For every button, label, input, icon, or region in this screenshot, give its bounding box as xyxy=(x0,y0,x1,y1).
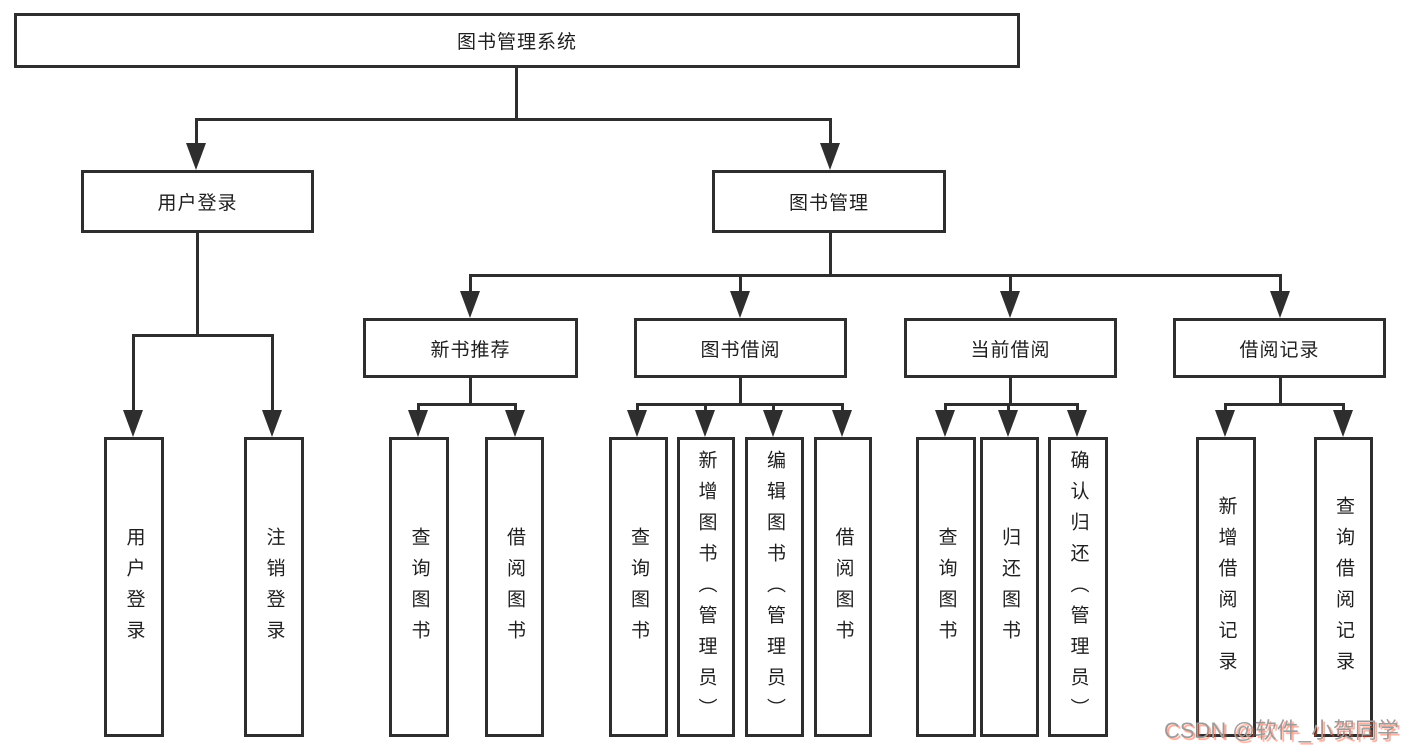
arrow-query-books-1 xyxy=(408,410,428,437)
connector-drop-borrow-records xyxy=(1279,274,1282,294)
connector-drop-edit-book xyxy=(772,403,775,415)
arrow-add-record xyxy=(1215,410,1235,437)
connector-book-borrow-stem xyxy=(739,378,742,406)
connector-drop-borrow-books-2 xyxy=(841,403,844,415)
leaf-add-book-admin: 新增图书（管理员） xyxy=(677,437,735,737)
node-borrow-records: 借阅记录 xyxy=(1173,318,1386,378)
connector-drop-book-borrow xyxy=(739,274,742,294)
connector-drop-borrow-books-1 xyxy=(514,403,517,415)
connector-user-login-bar xyxy=(132,334,274,337)
connector-current-borrow-bar xyxy=(944,403,1079,406)
connector-drop-leaf-logout xyxy=(271,334,274,412)
arrow-borrow-books-1 xyxy=(505,410,525,437)
arrow-borrow-records xyxy=(1270,291,1290,318)
leaf-query-books-2: 查询图书 xyxy=(609,437,668,737)
connector-drop-new-book xyxy=(469,274,472,294)
connector-borrow-records-stem xyxy=(1279,378,1282,406)
connector-user-login-stem xyxy=(196,233,199,337)
arrow-confirm-return xyxy=(1067,410,1087,437)
arrow-book-management xyxy=(820,143,840,170)
leaf-edit-book-admin: 编辑图书（管理员） xyxy=(745,437,804,737)
leaf-query-books-1: 查询图书 xyxy=(389,437,449,737)
leaf-query-books-3: 查询图书 xyxy=(916,437,976,737)
arrow-current-borrow xyxy=(1000,291,1020,318)
leaf-return-book: 归还图书 xyxy=(980,437,1039,737)
connector-drop-add-book xyxy=(704,403,707,415)
connector-drop-book-management xyxy=(829,118,832,148)
leaf-borrow-books-2: 借阅图书 xyxy=(814,437,872,737)
connector-drop-current-borrow xyxy=(1009,274,1012,294)
arrow-edit-book xyxy=(763,410,783,437)
arrow-book-borrow xyxy=(730,291,750,318)
arrow-query-record xyxy=(1333,410,1353,437)
node-user-login: 用户登录 xyxy=(81,170,314,233)
connector-drop-add-record xyxy=(1224,403,1227,415)
connector-drop-user-login xyxy=(195,118,198,148)
leaf-user-login: 用户登录 xyxy=(104,437,164,737)
arrow-query-books-2 xyxy=(627,410,647,437)
leaf-add-borrow-record: 新增借阅记录 xyxy=(1196,437,1256,737)
node-book-borrow: 图书借阅 xyxy=(634,318,847,378)
csdn-watermark: CSDN @软件_小贺同学 xyxy=(1163,718,1399,743)
node-current-borrow: 当前借阅 xyxy=(904,318,1117,378)
connector-book-mgmt-stem xyxy=(829,233,832,277)
connector-drop-query-books-1 xyxy=(417,403,420,415)
connector-drop-return-book xyxy=(1007,403,1010,415)
leaf-logout: 注销登录 xyxy=(244,437,304,737)
arrow-borrow-books-2 xyxy=(832,410,852,437)
arrow-leaf-user-login xyxy=(123,410,143,437)
arrow-new-book xyxy=(460,291,480,318)
arrow-add-book xyxy=(695,410,715,437)
arrow-leaf-logout xyxy=(262,410,282,437)
arrow-user-login xyxy=(186,143,206,170)
connector-book-mgmt-bar xyxy=(469,274,1282,277)
connector-book-borrow-bar xyxy=(636,403,844,406)
connector-new-book-bar xyxy=(417,403,517,406)
leaf-confirm-return-admin: 确认归还（管理员） xyxy=(1048,437,1108,737)
node-new-book-recommend: 新书推荐 xyxy=(363,318,578,378)
connector-drop-leaf-user-login xyxy=(132,334,135,412)
connector-new-book-stem xyxy=(469,378,472,406)
connector-root-bar xyxy=(195,118,832,121)
arrow-query-books-3 xyxy=(935,410,955,437)
node-book-management: 图书管理 xyxy=(712,170,946,233)
arrow-return-book xyxy=(998,410,1018,437)
connector-borrow-records-bar xyxy=(1224,403,1344,406)
connector-drop-query-record xyxy=(1342,403,1345,415)
connector-drop-query-books-2 xyxy=(636,403,639,415)
leaf-query-borrow-record: 查询借阅记录 xyxy=(1314,437,1373,737)
node-book-management-system: 图书管理系统 xyxy=(14,13,1020,68)
connector-root-stem xyxy=(515,68,518,121)
leaf-borrow-books-1: 借阅图书 xyxy=(485,437,544,737)
connector-current-borrow-stem xyxy=(1009,378,1012,406)
connector-drop-confirm-return xyxy=(1076,403,1079,415)
connector-drop-query-books-3 xyxy=(944,403,947,415)
